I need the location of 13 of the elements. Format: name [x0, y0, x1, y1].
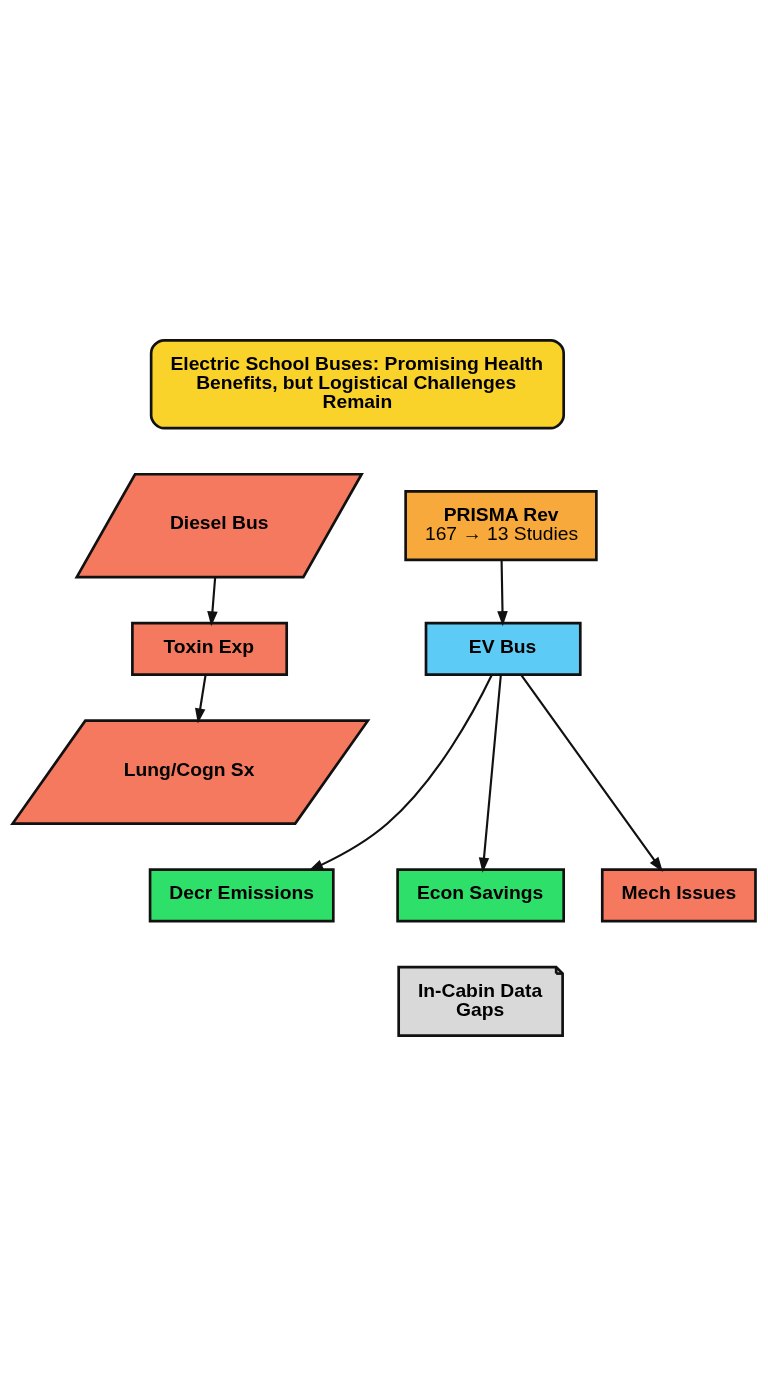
arrow	[478, 674, 502, 873]
arrow	[308, 674, 493, 871]
arrow	[195, 674, 207, 724]
node-box: Econ Savings	[396, 868, 566, 923]
arrow	[497, 560, 508, 627]
arrow	[207, 577, 218, 627]
node-box: Decr Emissions	[148, 868, 335, 923]
node-box: Mech Issues	[600, 868, 757, 923]
node-box: EV Bus	[424, 621, 582, 676]
node-box: Electric School Buses: Promising Health Benefits, but Logistical Challenges Remain	[149, 338, 566, 430]
node-box: Toxin Exp	[131, 621, 289, 676]
node-box: PRISMA Rev 167 → 13 Studies	[404, 490, 598, 562]
arrow	[520, 674, 663, 873]
